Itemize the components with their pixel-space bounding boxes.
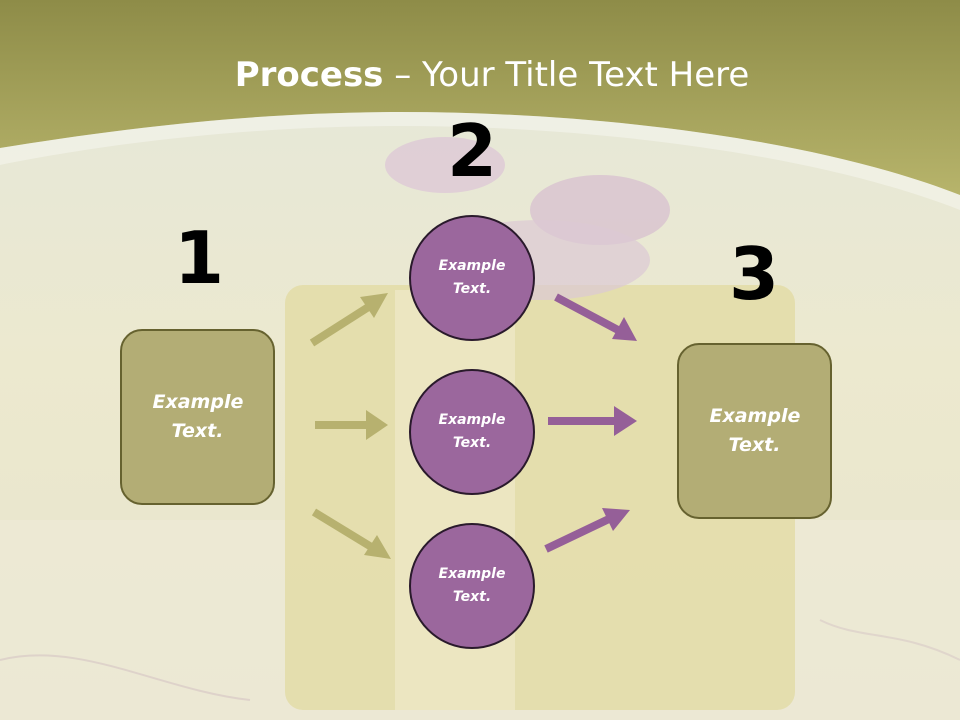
arrow-purple-up	[544, 508, 630, 553]
header-band	[0, 0, 960, 195]
step-1-box[interactable]: Example Text.	[120, 329, 275, 505]
title-bold: Process	[234, 55, 384, 95]
circle-middle-text: Example Text.	[438, 412, 506, 451]
step-number-1: 1	[173, 216, 225, 300]
circle-top-text: Example Text.	[438, 258, 506, 297]
arrow-green-up	[309, 293, 388, 347]
arrow-purple-right	[548, 406, 637, 436]
arrow-purple-down	[554, 293, 637, 341]
circle-top[interactable]: Example Text.	[409, 215, 535, 341]
circle-bottom[interactable]: Example Text.	[409, 523, 535, 649]
arrow-green-down	[311, 508, 391, 559]
step-number-2: 2	[446, 109, 498, 193]
arrow-green-right	[315, 410, 388, 440]
title-rest: – Your Title Text Here	[383, 55, 750, 95]
circle-middle[interactable]: Example Text.	[409, 369, 535, 495]
slide-title: Process – Your Title Text Here	[0, 54, 960, 96]
step-number-3: 3	[728, 232, 780, 316]
step-3-box[interactable]: Example Text.	[677, 343, 832, 519]
step-1-box-text: Example Text.	[152, 391, 244, 442]
circle-bottom-text: Example Text.	[438, 566, 506, 605]
step-3-box-text: Example Text.	[709, 405, 801, 456]
